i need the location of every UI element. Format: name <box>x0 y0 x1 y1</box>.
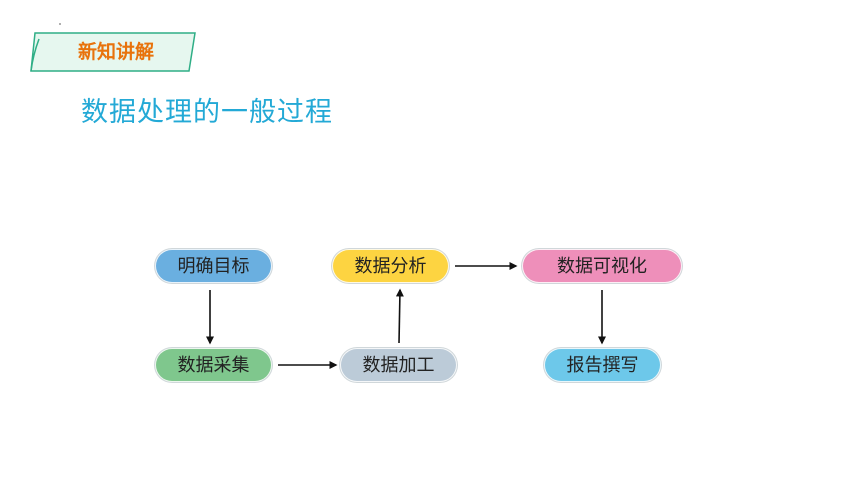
dot-mark <box>59 23 61 25</box>
arrow-processing-to-analysis <box>395 288 404 344</box>
section-tag-shape <box>30 32 196 72</box>
node-report-writing: 报告撰写 <box>544 348 661 382</box>
section-tag: 新知讲解 <box>29 31 197 73</box>
node-data-processing: 数据加工 <box>340 348 457 382</box>
page-title: 数据处理的一般过程 <box>81 97 333 128</box>
node-data-collection: 数据采集 <box>155 348 272 382</box>
node-define-goal: 明确目标 <box>155 249 272 283</box>
section-tag-label: 新知讲解 <box>77 41 154 63</box>
node-data-visualization: 数据可视化 <box>522 249 682 283</box>
node-data-analysis: 数据分析 <box>332 249 449 283</box>
